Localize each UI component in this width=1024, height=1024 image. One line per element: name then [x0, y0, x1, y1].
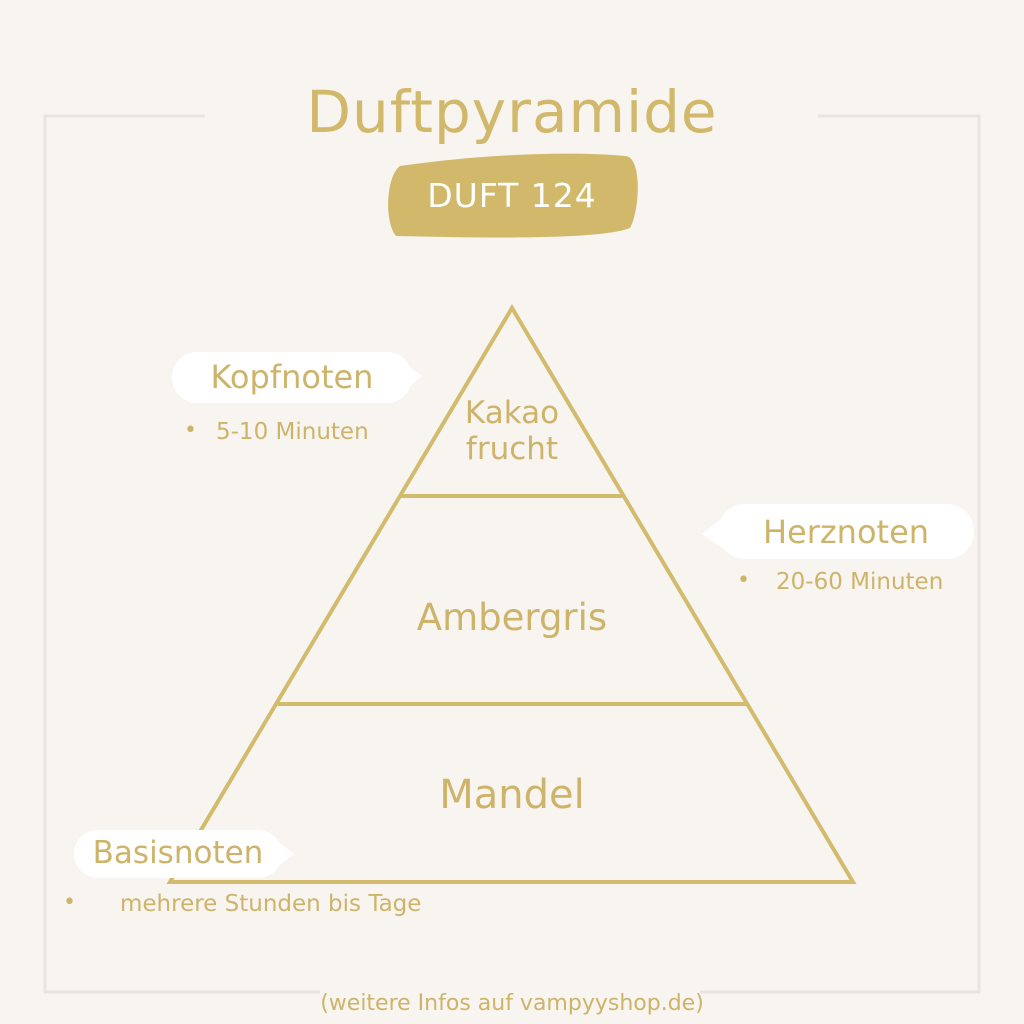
herznoten-bubble: [702, 504, 974, 559]
badge-label: DUFT 124: [427, 176, 597, 215]
tier-top-line2: frucht: [465, 431, 559, 467]
tier-top-line1: Kakao: [464, 395, 560, 431]
basisnoten-bullet: •: [63, 890, 76, 915]
footer-note: (weitere Infos auf vampyyshop.de): [320, 991, 704, 1016]
basisnoten-bubble: [74, 830, 294, 878]
basisnoten-label: Basisnoten: [92, 835, 264, 871]
herznoten-duration: 20-60 Minuten: [776, 569, 944, 595]
tier-base-label: Mandel: [439, 772, 585, 818]
page-title: Duftpyramide: [306, 78, 718, 146]
tier-middle-label: Ambergris: [416, 596, 608, 639]
tier-top-label: Kakao frucht: [412, 395, 612, 467]
kopfnoten-duration: 5-10 Minuten: [216, 419, 369, 445]
outer-frame: [43, 114, 981, 994]
herznoten-bullet: •: [737, 568, 750, 593]
badge-shape: [388, 153, 638, 238]
kopfnoten-label: Kopfnoten: [210, 358, 374, 396]
pyramid-outline: [166, 304, 857, 884]
kopfnoten-bubble: [172, 352, 422, 403]
herznoten-label: Herznoten: [762, 513, 930, 551]
kopfnoten-bullet: •: [184, 418, 197, 443]
pyramid: [166, 304, 857, 884]
basisnoten-duration: mehrere Stunden bis Tage: [120, 891, 422, 917]
